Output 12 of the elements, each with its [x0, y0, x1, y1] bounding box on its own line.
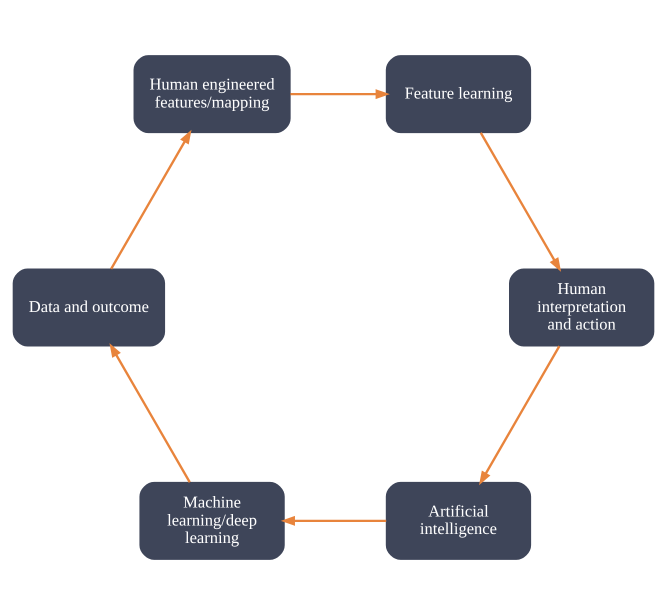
- node-box: Machine learning/deep learning: [139, 482, 285, 560]
- arrow: [280, 516, 386, 526]
- arrow: [479, 346, 560, 486]
- node-box: Human engineered features/mapping: [134, 55, 291, 134]
- node-box: Artificial intelligence: [386, 482, 532, 560]
- node-box: Data and outcome: [12, 268, 166, 346]
- arrow: [109, 343, 191, 483]
- node-box: Human interpretation and action: [509, 268, 654, 346]
- arrow: [290, 89, 390, 100]
- arrow: [110, 130, 192, 270]
- node-box: Feature learning: [386, 55, 532, 134]
- arrow: [480, 132, 562, 272]
